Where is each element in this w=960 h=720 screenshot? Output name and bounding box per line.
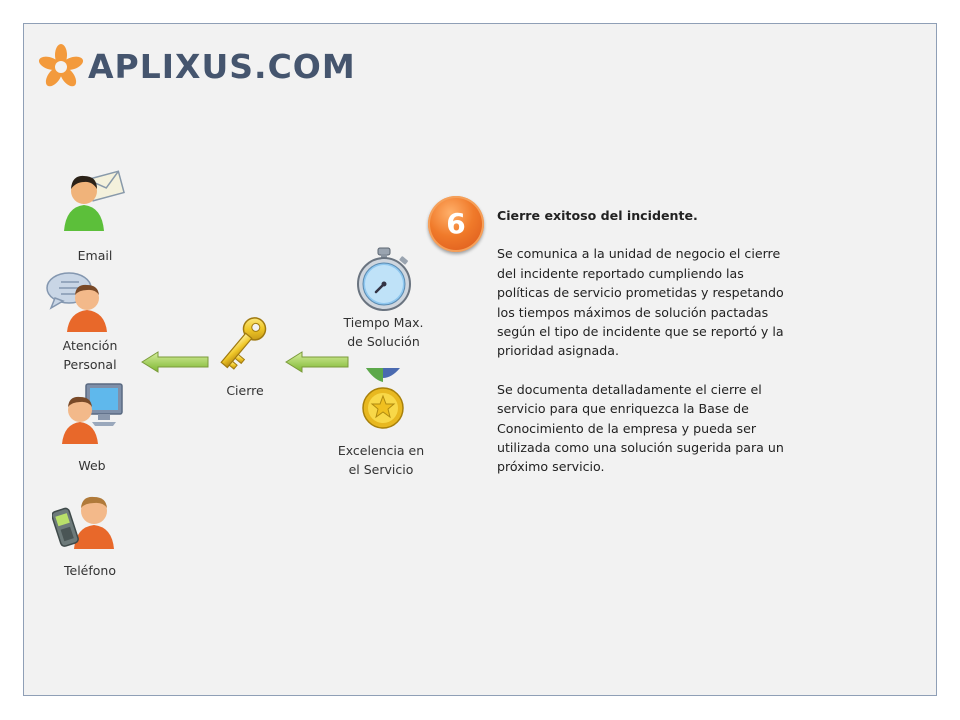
step-paragraph-2: Se documenta detalladamente el cierre el… <box>497 381 784 475</box>
channel-label-telefono: Teléfono <box>64 563 116 578</box>
arrow-left-icon <box>141 351 209 373</box>
closure-label: Cierre <box>226 383 264 398</box>
chat-person-icon <box>46 272 107 332</box>
channel-label-web: Web <box>78 458 106 473</box>
phone-person-icon <box>52 496 114 549</box>
step-paragraph-1: Se comunica a la unidad de negocio el ci… <box>497 246 784 359</box>
web-person-icon <box>62 383 123 444</box>
arrow-left-icon <box>285 351 349 373</box>
max-time-label: Tiempo Max. de Solución <box>343 315 424 349</box>
aplixus-logo-icon <box>38 44 84 87</box>
email-person-icon <box>64 170 125 231</box>
channel-label-email: Email <box>77 248 113 263</box>
medal-icon <box>362 368 404 429</box>
key-icon <box>220 317 267 370</box>
excellence-label: Excelencia en el Servicio <box>337 443 425 477</box>
step-title: Cierre exitoso del incidente. <box>497 208 698 223</box>
channel-label-atencion: Atención Personal <box>62 338 118 372</box>
step-number-badge: 6 <box>428 196 484 252</box>
logo-text: APLIXUS.COM <box>88 47 356 86</box>
step-description: Cierre exitoso del incidente. Se comunic… <box>497 206 797 496</box>
stopwatch-icon <box>357 247 411 311</box>
